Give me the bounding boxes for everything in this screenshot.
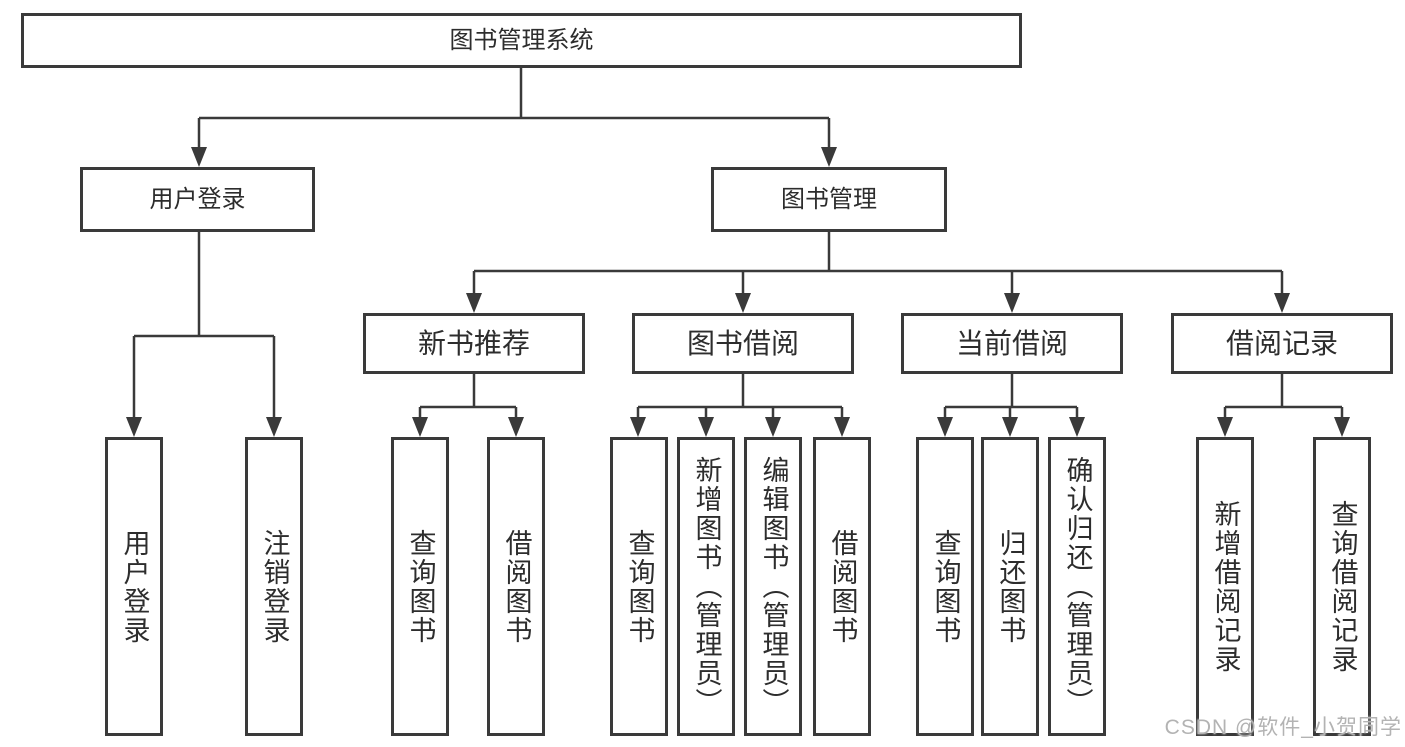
arrow-down-icon (1217, 417, 1233, 437)
arrow-down-icon (1274, 293, 1290, 313)
leaf-confirm-return-admin: 确认归还（管理员） (1048, 437, 1106, 736)
leaf-query-borrow-record: 查询借阅记录 (1313, 437, 1371, 736)
arrow-down-icon (765, 417, 781, 437)
leaf-logout: 注销登录 (245, 437, 303, 736)
leaf-query-books-recommend: 查询图书 (391, 437, 449, 736)
leaf-borrow-books-borrowing: 借阅图书 (813, 437, 871, 736)
leaf-return-books: 归还图书 (981, 437, 1039, 736)
leaf-add-borrow-record: 新增借阅记录 (1196, 437, 1254, 736)
arrow-down-icon (1002, 417, 1018, 437)
arrow-down-icon (821, 147, 837, 167)
node-borrowing-records: 借阅记录 (1171, 313, 1393, 374)
arrow-down-icon (266, 417, 282, 437)
arrow-down-icon (412, 417, 428, 437)
arrow-down-icon (735, 293, 751, 313)
leaf-user-login: 用户登录 (105, 437, 163, 736)
node-library-management-system: 图书管理系统 (21, 13, 1022, 68)
arrow-down-icon (937, 417, 953, 437)
arrow-down-icon (126, 417, 142, 437)
node-user-login: 用户登录 (80, 167, 315, 232)
node-new-book-recommendation: 新书推荐 (363, 313, 585, 374)
arrow-down-icon (466, 293, 482, 313)
node-book-management: 图书管理 (711, 167, 947, 232)
node-book-borrowing: 图书借阅 (632, 313, 854, 374)
arrow-down-icon (1004, 293, 1020, 313)
node-current-borrowing: 当前借阅 (901, 313, 1123, 374)
leaf-add-books-admin: 新增图书（管理员） (677, 437, 735, 736)
arrow-down-icon (1069, 417, 1085, 437)
arrow-down-icon (834, 417, 850, 437)
arrowheads (126, 147, 1350, 437)
leaf-query-books-current: 查询图书 (916, 437, 974, 736)
arrow-down-icon (698, 417, 714, 437)
connector-lines (132, 68, 1344, 420)
leaf-borrow-books-recommend: 借阅图书 (487, 437, 545, 736)
arrow-down-icon (191, 147, 207, 167)
watermark-csdn: CSDN @软件_小贺同学 (1164, 716, 1402, 739)
leaf-edit-books-admin: 编辑图书（管理员） (744, 437, 802, 736)
arrow-down-icon (1334, 417, 1350, 437)
arrow-down-icon (630, 417, 646, 437)
leaf-query-books-borrowing: 查询图书 (610, 437, 668, 736)
arrow-down-icon (508, 417, 524, 437)
